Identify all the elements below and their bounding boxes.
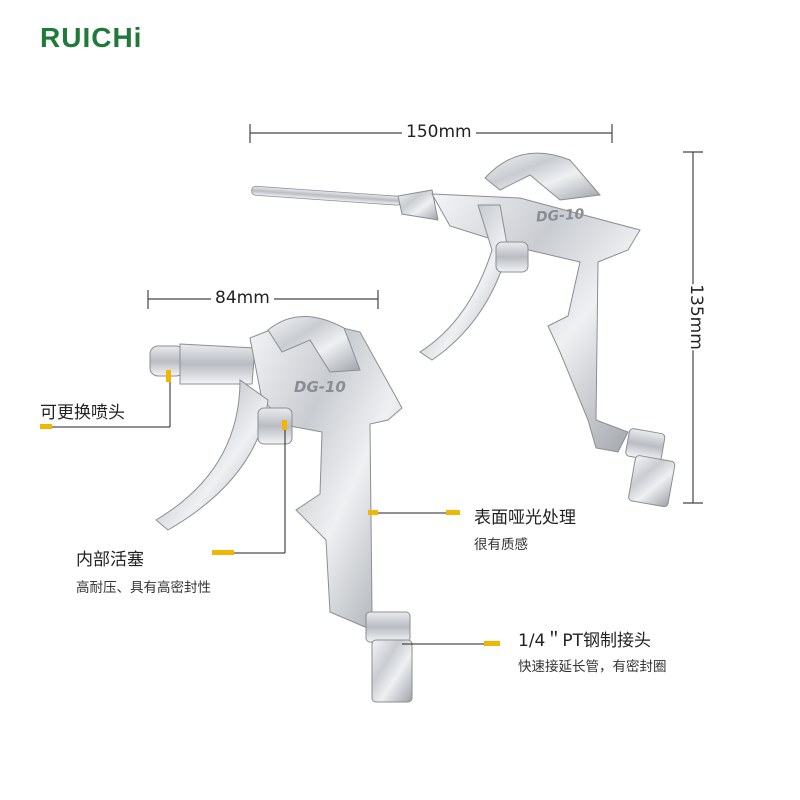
brand-logo: RUICHi — [40, 22, 143, 53]
callout-fitting-line — [402, 641, 500, 646]
callout-finish-title: 表面哑光处理 — [474, 508, 576, 528]
air-gun-long-nozzle — [251, 152, 676, 508]
dimension-150-label: 150mm — [402, 122, 476, 142]
dimension-84-label: 84mm — [211, 288, 274, 308]
callout-piston-line — [212, 420, 287, 555]
model-marking-short: DG-10 — [294, 378, 346, 396]
dimension-135-label: 135mm — [681, 284, 710, 350]
callout-finish-line — [368, 510, 460, 515]
callout-fitting-title: 1/4＂PT钢制接头 — [518, 631, 651, 651]
callout-piston-desc: 高耐压、具有高密封性 — [76, 580, 211, 596]
callout-nozzle-line — [40, 370, 171, 429]
air-gun-short-nozzle — [149, 316, 413, 703]
callout-fitting-desc: 快速接延长管，有密封圈 — [518, 659, 667, 675]
model-marking-long: DG-10 — [535, 206, 585, 226]
callout-nozzle-title: 可更换喷头 — [40, 403, 125, 423]
callout-piston-title: 内部活塞 — [76, 550, 144, 570]
callout-finish-desc: 很有质感 — [474, 537, 528, 553]
